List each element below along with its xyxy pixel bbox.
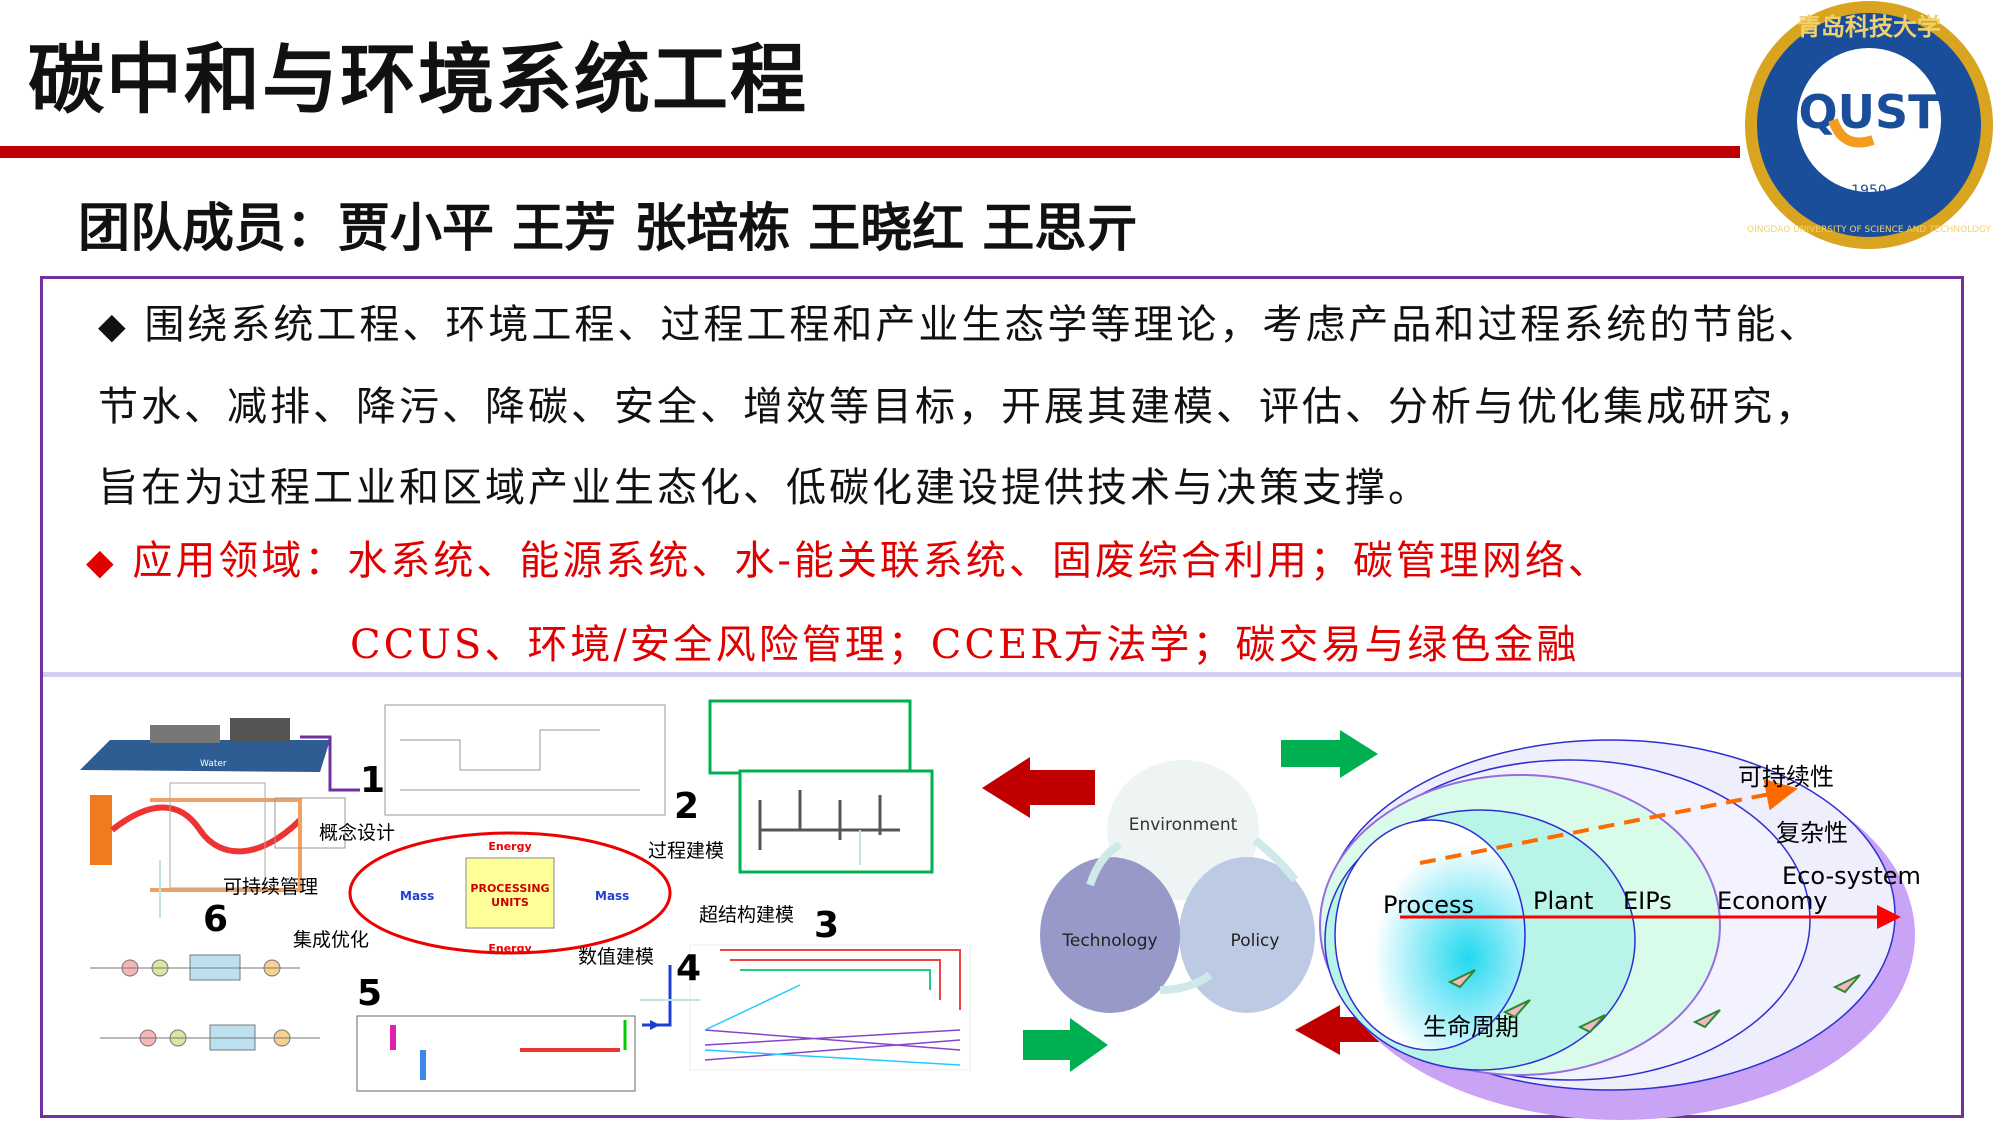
system-levels-diagram: Process Plant EIPs Economy Eco-system 复杂… — [1319, 739, 1921, 1120]
step-number-2: 2 — [674, 786, 699, 827]
mass-label: Mass — [595, 889, 629, 903]
level-eips: EIPs — [1623, 887, 1672, 915]
level-plant: Plant — [1533, 887, 1593, 915]
step-number-6: 6 — [203, 899, 228, 940]
intro-line-2: 节水、减排、降污、降碳、安全、增效等目标，开展其建模、评估、分析与优化集成研究， — [98, 384, 1818, 430]
venn-diagram: Environment Technology Policy — [1040, 760, 1315, 1013]
intro-line-3: 旨在为过程工业和区域产业生态化、低碳化建设提供技术与决策支撑。 — [98, 465, 1431, 511]
water-network-diagram — [90, 782, 346, 892]
venn-policy: Policy — [1231, 931, 1280, 951]
results-charts — [356, 1015, 636, 1092]
green-arrow-right-icon — [1023, 1018, 1108, 1072]
step-label-conceptual-design: 概念设计 — [319, 821, 395, 844]
section-divider — [43, 672, 1961, 677]
label-complexity: 复杂性 — [1776, 819, 1848, 847]
energy-label: Energy — [488, 942, 531, 955]
factory-label: Water — [200, 759, 227, 769]
model-equation-panel — [708, 699, 912, 775]
flowsheet-diagram — [384, 704, 666, 816]
page-title: 碳中和与环境系统工程 — [28, 35, 808, 124]
step-number-1: 1 — [360, 760, 385, 801]
process-model-panel — [738, 769, 934, 874]
content-frame — [40, 276, 1964, 1118]
bullet-icon: ◆ — [98, 306, 129, 347]
superstructure-diagram — [689, 944, 971, 1071]
step-label-numerical-modeling: 数值建模 — [578, 946, 654, 968]
label-sustainability: 可持续性 — [1738, 763, 1834, 791]
processing-label: PROCESSING — [470, 882, 549, 895]
venn-technology: Technology — [1061, 931, 1157, 951]
level-ecosystem: Eco-system — [1782, 862, 1921, 890]
intro-line-1: ◆ 围绕系统工程、环境工程、过程工程和产业生态学等理论，考虑产品和过程系统的节能… — [98, 292, 1821, 350]
application-text: 应用领域：水系统、能源系统、水-能关联系统、固废综合利用；碳管理网络、 — [132, 538, 1611, 584]
red-arrow-left-icon — [982, 757, 1095, 818]
step-label-process-modeling: 过程建模 — [648, 840, 724, 862]
step-label-superstructure: 超结构建模 — [699, 904, 794, 926]
team-members: 团队成员：贾小平 王芳 张培栋 王晓红 王思亓 — [78, 199, 1139, 259]
venn-environment: Environment — [1129, 815, 1238, 835]
step-number-3: 3 — [814, 905, 839, 946]
step-number-4: 4 — [676, 948, 701, 989]
university-logo: 青岛科技大学 QUST 1950 QINGDAO UNIVERSITY OF S… — [1745, 1, 1993, 249]
processing-units-diagram: Energy Energy Mass Mass PROCESSING UNITS — [348, 831, 672, 955]
logo-year: 1950 — [1851, 183, 1887, 199]
green-arrow-right-icon — [1281, 730, 1378, 778]
level-process: Process — [1383, 891, 1474, 919]
application-line-1: ◆ 应用领域：水系统、能源系统、水-能关联系统、固废综合利用；碳管理网络、 — [86, 528, 1611, 586]
mass-label: Mass — [400, 889, 434, 903]
logo-name-en: QINGDAO UNIVERSITY OF SCIENCE AND TECHNO… — [1747, 225, 1992, 235]
application-line-2: CCUS、环境/安全风险管理；CCER方法学；碳交易与绿色金融 — [350, 622, 1580, 668]
units-label: UNITS — [491, 896, 529, 909]
bullet-icon: ◆ — [86, 542, 117, 583]
step-label-sustainable-management: 可持续管理 — [223, 876, 318, 898]
step-number-5: 5 — [357, 973, 382, 1014]
regeneration-network-diagram — [90, 954, 320, 1051]
label-lifecycle: 生命周期 — [1423, 1013, 1519, 1041]
step-label-integration: 集成优化 — [293, 929, 369, 951]
logo-mark: QUST — [1799, 85, 1941, 139]
intro-text: 围绕系统工程、环境工程、过程工程和产业生态学等理论，考虑产品和过程系统的节能、 — [144, 302, 1822, 348]
logo-name-cn: 青岛科技大学 — [1797, 13, 1941, 41]
level-economy: Economy — [1717, 887, 1828, 915]
energy-label: Energy — [488, 840, 531, 853]
title-underline — [0, 146, 1740, 158]
factory-illustration: Water — [80, 718, 330, 772]
